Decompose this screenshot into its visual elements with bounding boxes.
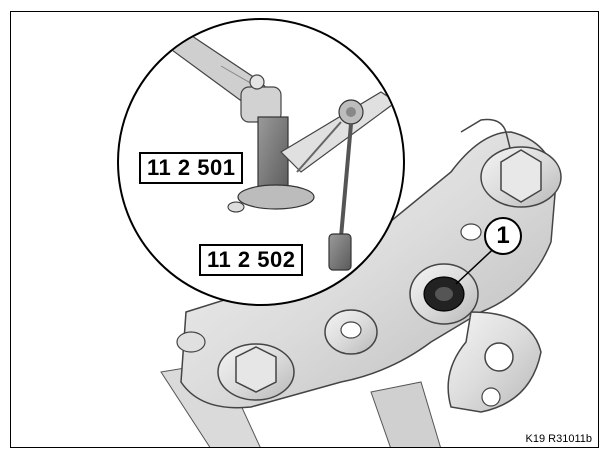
fork-bridge-illustration bbox=[117, 18, 562, 447]
tool-label-upper: 11 2 501 bbox=[139, 152, 244, 184]
callout-1: 1 bbox=[484, 217, 522, 255]
detail-magnifier bbox=[117, 18, 405, 306]
illustration-frame: 11 2 501 11 2 502 1 K19 R31011b bbox=[10, 11, 599, 448]
figure-reference: K19 R31011b bbox=[523, 433, 594, 445]
tool-label-lower: 11 2 502 bbox=[199, 244, 304, 276]
